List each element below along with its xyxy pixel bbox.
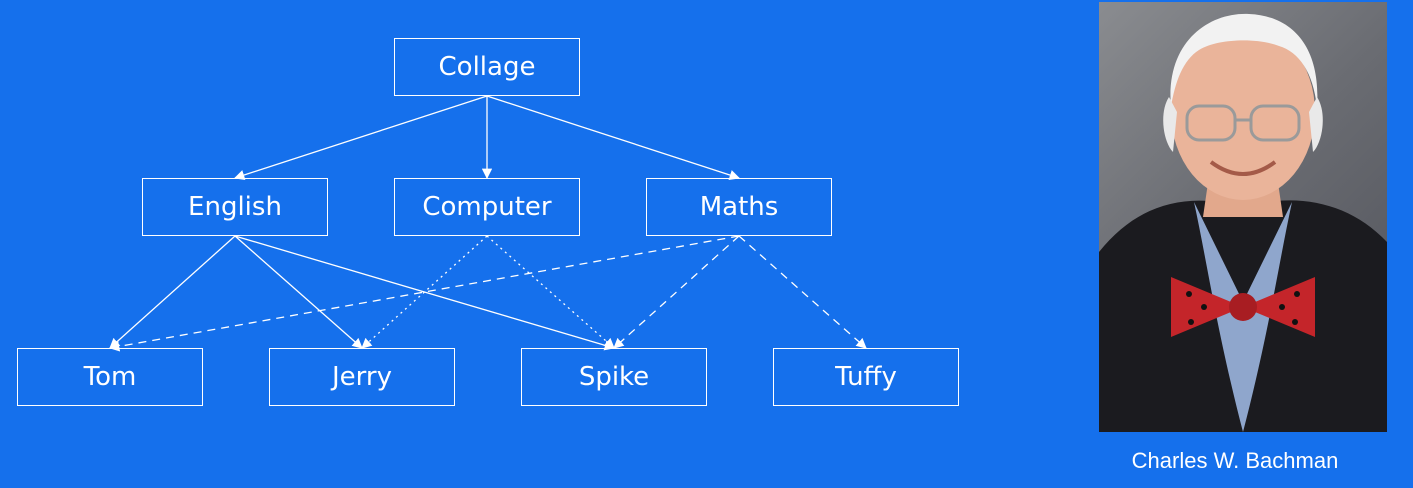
edge-root-to-english	[234, 95, 488, 181]
edge-maths-to-tuffy	[738, 235, 867, 349]
node-spike: Spike	[521, 348, 707, 406]
portrait-photo	[1099, 2, 1387, 432]
edge-english-to-spike	[234, 235, 615, 351]
node-tom: Tom	[17, 348, 203, 406]
edge-computer-to-jerry	[361, 235, 488, 349]
node-english: English	[142, 178, 328, 236]
edge-computer-to-spike	[486, 235, 615, 349]
node-jerry: Jerry	[269, 348, 455, 406]
portrait-illustration	[1099, 13, 1387, 432]
edge-english-to-jerry	[234, 235, 363, 349]
edge-root-to-maths	[486, 95, 740, 181]
edge-english-to-tom	[109, 235, 236, 349]
edge-maths-to-spike	[613, 235, 740, 349]
edge-maths-to-tom	[108, 235, 740, 352]
portrait-caption: Charles W. Bachman	[1131, 448, 1339, 473]
node-collage: Collage	[394, 38, 580, 96]
node-tuffy: Tuffy	[773, 348, 959, 406]
node-maths: Maths	[646, 178, 832, 236]
node-computer: Computer	[394, 178, 580, 236]
